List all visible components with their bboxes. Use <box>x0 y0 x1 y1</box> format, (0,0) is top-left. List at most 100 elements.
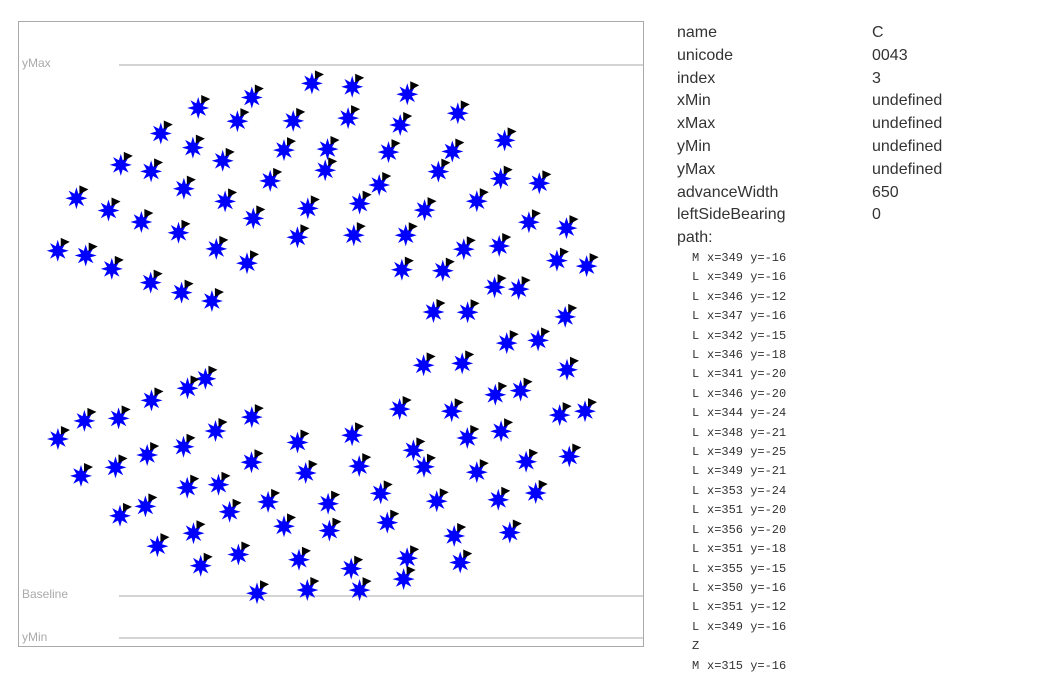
contour-start-marker <box>436 298 446 308</box>
path-command-letter: L <box>692 367 700 382</box>
path-command-letter: M <box>692 658 700 673</box>
contour-start-marker <box>195 134 205 144</box>
glyph-canvas: yMax Baseline yMin <box>18 21 644 647</box>
info-value: 3 <box>872 69 881 87</box>
info-row-path: path: <box>677 227 1037 250</box>
baseline-label: Baseline <box>22 587 69 601</box>
contour-start-marker <box>196 520 206 530</box>
path-command-args: x=349 y=-16 <box>707 251 787 265</box>
path-command-letter: L <box>692 406 700 421</box>
contour-start-marker <box>111 197 121 207</box>
contour-start-marker <box>228 188 238 198</box>
contour-start-marker <box>254 449 264 459</box>
contour-start-marker <box>240 108 250 118</box>
path-command-args: x=351 y=-12 <box>707 600 787 615</box>
path-command-letter: Z <box>692 639 700 654</box>
contour-start-marker <box>589 253 599 263</box>
path-command-letter: L <box>692 600 700 615</box>
contour-start-marker <box>383 480 393 490</box>
contour-start-marker <box>330 136 340 146</box>
info-value: undefined <box>872 115 943 133</box>
contour-start-marker <box>501 486 511 496</box>
path-command-args: x=351 y=-18 <box>707 542 787 557</box>
contour-start-marker <box>479 188 489 198</box>
contour-start-marker <box>509 330 519 340</box>
path-command-letter: L <box>692 483 700 498</box>
contour-start-marker <box>356 222 366 232</box>
contour-start-marker <box>402 396 412 406</box>
contour-start-marker <box>154 158 164 168</box>
contour-start-marker <box>439 488 449 498</box>
path-command-args: x=355 y=-15 <box>707 561 787 576</box>
info-value: undefined <box>872 137 943 155</box>
contour-start-marker <box>186 433 196 443</box>
contour-start-marker <box>445 257 455 267</box>
info-row-xmin: xMin undefined <box>677 90 1037 113</box>
contour-start-marker <box>569 215 579 225</box>
contour-start-marker <box>572 443 582 453</box>
contour-start-marker <box>331 490 341 500</box>
contour-start-marker <box>503 165 513 175</box>
path-command-args: x=349 y=-16 <box>707 619 787 634</box>
contour-start-marker <box>214 287 224 297</box>
contour-start-marker <box>403 111 413 121</box>
contour-start-marker <box>154 387 164 397</box>
glyph-info-panel: name C unicode 0043 index 3 xMin undefin… <box>677 22 1037 250</box>
path-command-args: x=350 y=-16 <box>707 580 787 595</box>
contour-start-marker <box>441 158 451 168</box>
path-command-letter: L <box>692 561 700 576</box>
info-row-advancewidth: advanceWidth 650 <box>677 182 1037 205</box>
info-key: xMax <box>677 115 716 133</box>
contour-start-marker <box>427 197 437 207</box>
contour-start-marker <box>479 459 489 469</box>
contour-start-marker <box>218 418 228 428</box>
contour-start-marker <box>301 546 311 556</box>
path-command-letter: L <box>692 445 700 460</box>
info-key: leftSideBearing <box>677 206 786 224</box>
contour-start-marker <box>382 171 392 181</box>
info-value: undefined <box>872 92 943 110</box>
contour-start-marker <box>355 422 365 432</box>
path-command-args: x=351 y=-20 <box>707 503 787 518</box>
contour-start-marker <box>181 219 191 229</box>
contour-start-marker <box>426 352 436 362</box>
contour-start-marker <box>507 127 517 137</box>
path-command-args: x=346 y=-20 <box>707 386 787 401</box>
path-command-letter: L <box>692 348 700 363</box>
contour-start-marker <box>163 120 173 130</box>
contour-start-marker <box>521 276 531 286</box>
contour-start-marker <box>123 151 133 161</box>
info-key: yMin <box>677 137 711 155</box>
contour-start-marker <box>114 255 124 265</box>
info-value: C <box>872 24 884 41</box>
contour-start-marker <box>190 474 200 484</box>
contour-start-marker <box>470 299 480 309</box>
contour-start-marker <box>587 398 597 408</box>
ymax-label: yMax <box>22 56 51 70</box>
contour-start-marker <box>569 356 579 366</box>
path-command-letter: L <box>692 289 700 304</box>
contour-start-marker <box>529 448 539 458</box>
path-command-args: x=349 y=-25 <box>707 445 787 460</box>
contour-start-marker <box>153 269 163 279</box>
contour-start-marker <box>455 138 465 148</box>
contour-start-marker <box>287 513 297 523</box>
info-row-leftsidebearing: leftSideBearing 0 <box>677 204 1037 227</box>
contour-start-marker <box>391 139 401 149</box>
contour-start-marker <box>406 566 416 576</box>
path-command-args: x=346 y=-18 <box>707 348 787 363</box>
contour-start-marker <box>404 256 414 266</box>
info-key: name <box>677 24 718 41</box>
